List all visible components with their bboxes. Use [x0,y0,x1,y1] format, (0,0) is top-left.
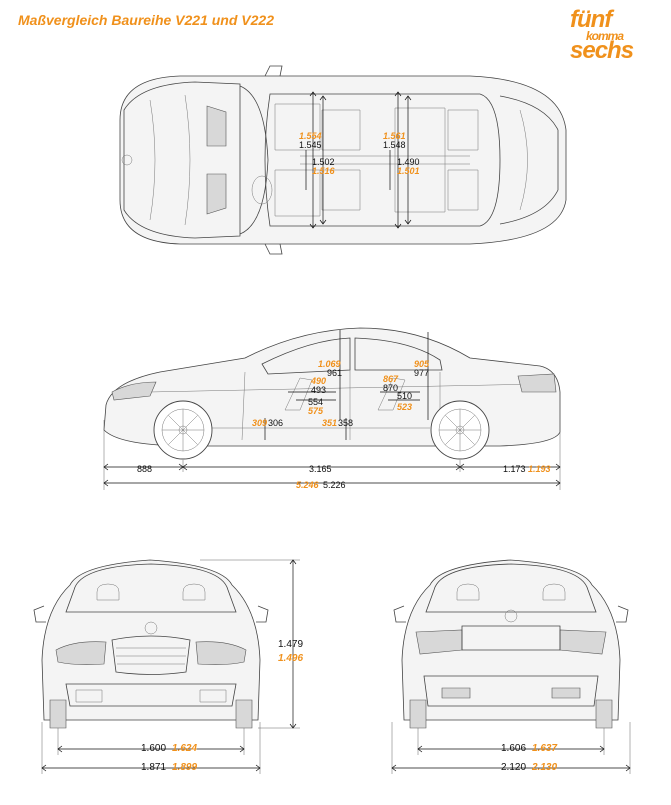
side-overhang-front: 888 [137,464,152,474]
side-sill-rear-v221: 358 [338,418,353,428]
fuenf-komma-sechs-logo: fünf komma sechs [566,8,661,68]
side-length-v221: 5.226 [323,480,346,490]
side-headroom-front-v222: 1.069 [318,359,341,369]
side-sill-rear-v222: 351 [322,418,337,428]
front-height-v221: 1.479 [278,639,303,650]
side-overhang-rear-v221: 1.173 [503,464,526,474]
logo-line-3: sechs [570,37,634,64]
side-cushion-front-v222: 575 [308,406,324,416]
side-seat-rear-v222: 867 [383,374,399,384]
top-rear-c-v222: 1.501 [397,166,420,176]
front-height-v222: 1.496 [278,653,303,664]
side-cushion-rear-v222: 523 [397,402,412,412]
front-track-v222: 1.624 [172,743,197,754]
side-headroom-rear-v221: 977 [414,368,429,378]
page-title: Maßvergleich Baureihe V221 und V222 [18,12,274,28]
front-track-v221: 1.600 [141,743,166,754]
top-front-a-v221: 1.545 [299,140,322,150]
top-front-a-v222: 1.554 [299,131,322,141]
front-view-drawing [33,559,300,774]
side-cushion-rear-v221: 510 [397,391,412,401]
top-rear-b: 1.490 [397,157,420,167]
side-seat-rear-v221: 870 [383,383,398,393]
top-rear-a-v222: 1.561 [383,131,406,141]
side-seat-front-v221: 493 [311,385,326,395]
top-front-c-v222: 1.516 [312,166,336,176]
front-width-v221: 1.871 [141,762,166,773]
side-view-drawing [103,327,561,490]
logo-line-2: komma [586,29,624,43]
rear-track-v222: 1.637 [532,743,557,754]
side-seat-front-v222: 490 [310,376,326,386]
side-sill-front-v222: 309 [252,418,267,428]
side-length-v222: 5.246 [296,480,320,490]
top-rear-a-v221: 1.548 [383,140,406,150]
side-sill-front-v221: 306 [268,418,283,428]
front-width-v222: 1.899 [172,762,197,773]
rear-width-v222: 2.130 [531,762,557,773]
rear-view-drawing [391,559,631,774]
rear-track-v221: 1.606 [501,743,526,754]
side-headroom-front-v221: 961 [327,368,342,378]
side-overhang-rear-v222: 1.193 [528,464,551,474]
logo-line-1: fünf [570,6,612,33]
side-cushion-front-v221: 554 [308,397,323,407]
top-front-b: 1.502 [312,157,335,167]
rear-width-v221: 2.120 [501,762,526,773]
side-wheelbase: 3.165 [309,464,332,474]
side-headroom-rear-v222: 905 [414,359,430,369]
top-view-drawing [119,65,567,255]
